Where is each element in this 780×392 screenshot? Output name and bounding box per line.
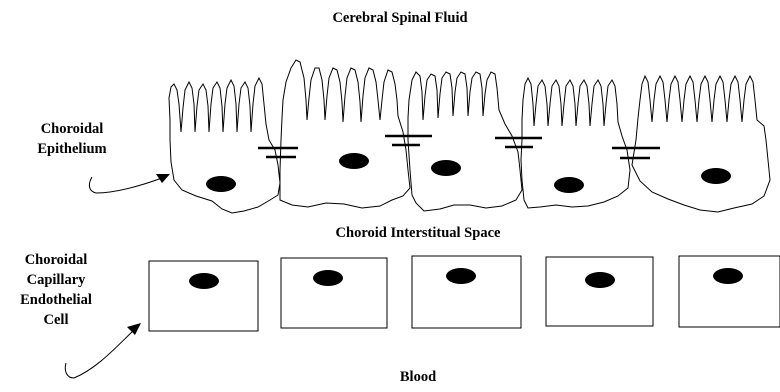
epithelial-cell: [169, 78, 280, 213]
endothelial-layer: [149, 256, 780, 331]
epithelium-arrow: [89, 174, 170, 193]
nucleus: [701, 168, 731, 184]
endothelial-cell: [281, 258, 387, 328]
endothelial-cell: [546, 257, 653, 326]
endothelial-cell-label: Choroidal Capillary Endothelial Cell: [6, 250, 106, 330]
epithelial-cell: [408, 72, 522, 211]
epithelium-label-line: Epithelium: [28, 139, 116, 159]
tight-junction: [258, 148, 298, 157]
nucleus: [446, 268, 476, 284]
interstitial-space-label: Choroid Interstitual Space: [336, 225, 501, 242]
endothelial-label-line: Capillary: [6, 270, 106, 290]
nucleus: [431, 160, 461, 176]
nucleus: [554, 177, 584, 193]
endothelial-label-line: Choroidal: [6, 250, 106, 270]
nucleus: [339, 153, 369, 169]
endothelial-arrow: [65, 323, 141, 378]
nucleus: [585, 272, 615, 288]
epithelium-label-line: Choroidal: [28, 119, 116, 139]
epithelial-layer: [169, 60, 770, 213]
endothelial-cell: [412, 256, 521, 328]
epithelial-nuclei: [206, 153, 731, 193]
tight-junction: [612, 148, 660, 158]
nucleus: [313, 270, 343, 286]
endothelial-label-line: Endothelial: [6, 290, 106, 310]
endothelial-label-line: Cell: [6, 310, 106, 330]
tight-junction: [495, 138, 542, 147]
choroidal-epithelium-label: Choroidal Epithelium: [28, 119, 116, 159]
nucleus: [713, 268, 743, 284]
epithelial-cell: [632, 76, 770, 212]
endothelial-cell: [679, 256, 780, 327]
nucleus: [206, 176, 236, 192]
tight-junctions: [258, 136, 660, 158]
blood-label: Blood: [400, 369, 436, 386]
epithelial-cell: [280, 60, 410, 208]
csf-label: Cerebral Spinal Fluid: [332, 10, 467, 27]
endothelial-cell: [149, 261, 258, 331]
nucleus: [189, 273, 219, 289]
